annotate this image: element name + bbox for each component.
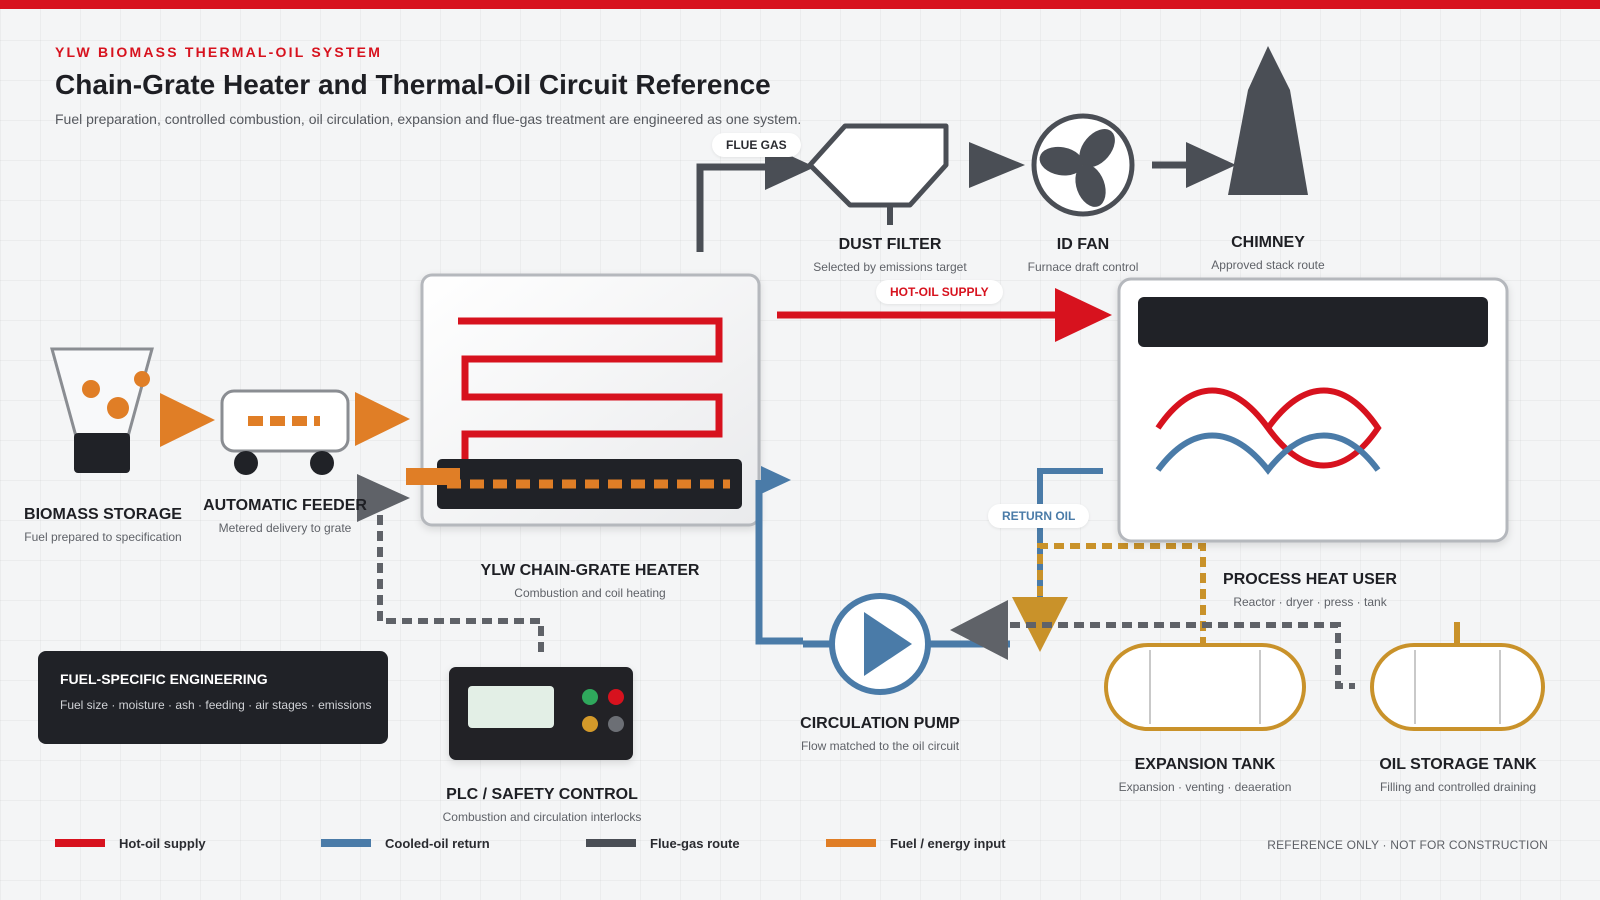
- legend-label: Fuel / energy input: [890, 835, 1006, 851]
- chimney-icon: [1228, 46, 1308, 195]
- flue-gas-arrow: [1186, 142, 1236, 188]
- process-heat-user-subtitle: Reactor · dryer · press · tank: [1233, 595, 1387, 609]
- control-signal-line: [357, 474, 544, 652]
- legend-label: Cooled-oil return: [385, 835, 490, 851]
- biomass-storage-subtitle: Fuel prepared to specification: [24, 530, 182, 544]
- biomass-storage-title: BIOMASS STORAGE: [24, 506, 182, 523]
- legend-swatch: [321, 839, 371, 847]
- footer-note: REFERENCE ONLY · NOT FOR CONSTRUCTION: [1267, 838, 1548, 852]
- dust-filter-title: DUST FILTER: [838, 236, 942, 253]
- circulation-pump-title: CIRCULATION PUMP: [800, 715, 960, 732]
- flue-gas-label: FLUE GAS: [712, 133, 801, 157]
- id-fan-title: ID FAN: [1056, 236, 1110, 253]
- oil-storage-tank-icon: [1370, 622, 1545, 731]
- return-oil-label: RETURN OIL: [988, 504, 1090, 528]
- circulation-pump-icon: [829, 593, 931, 695]
- legend-fuel: Fuel / energy input: [826, 835, 1006, 851]
- id-fan-label: ID FAN Furnace draft control: [1003, 236, 1163, 274]
- legend-label: Hot-oil supply: [119, 835, 206, 851]
- plc-subtitle: Combustion and circulation interlocks: [442, 810, 642, 824]
- expansion-tank-subtitle: Expansion · venting · deaeration: [1118, 780, 1292, 794]
- legend-swatch: [826, 839, 876, 847]
- heater-label: YLW CHAIN-GRATE HEATER Combustion and co…: [440, 562, 740, 600]
- page-kicker: YLW BIOMASS THERMAL-OIL SYSTEM: [55, 44, 383, 60]
- legend-label: Flue-gas route: [650, 835, 740, 851]
- page-title: Chain-Grate Heater and Thermal-Oil Circu…: [55, 69, 771, 100]
- id-fan-icon: [1031, 113, 1135, 217]
- fuel-engineering-box: FUEL-SPECIFIC ENGINEERING Fuel size · mo…: [38, 651, 388, 744]
- heater-title: YLW CHAIN-GRATE HEATER: [480, 562, 700, 579]
- id-fan-subtitle: Furnace draft control: [1027, 260, 1139, 274]
- hot-oil-arrow: [1055, 288, 1112, 342]
- process-heat-user-icon: [1117, 277, 1509, 543]
- expansion-line: [1012, 543, 1206, 652]
- circulation-pump-label: CIRCULATION PUMP Flow matched to the oil…: [770, 715, 990, 753]
- dust-filter-icon: [807, 123, 949, 225]
- chimney-label: CHIMNEY Approved stack route: [1188, 234, 1348, 272]
- expansion-tank-icon: [1104, 643, 1306, 731]
- flue-gas-route: [696, 142, 1236, 252]
- process-heat-user-label: PROCESS HEAT USER Reactor · dryer · pres…: [1200, 571, 1420, 609]
- process-heat-user-title: PROCESS HEAT USER: [1223, 571, 1397, 588]
- automatic-feeder-icon: [220, 389, 350, 475]
- chain-grate-heater-icon: [406, 273, 761, 527]
- chimney-title: CHIMNEY: [1231, 234, 1305, 251]
- automatic-feeder-subtitle: Metered delivery to grate: [218, 521, 352, 535]
- hot-oil-supply-label: HOT-OIL SUPPLY: [876, 280, 1003, 304]
- plc-title: PLC / SAFETY CONTROL: [446, 786, 638, 803]
- flue-gas-arrow: [969, 142, 1025, 188]
- legend-hot-oil: Hot-oil supply: [55, 835, 206, 851]
- page-subtitle: Fuel preparation, controlled combustion,…: [55, 111, 802, 127]
- pump-inflow-arrow: [950, 600, 1008, 660]
- oil-storage-tank-title: OIL STORAGE TANK: [1379, 756, 1537, 773]
- legend-cooled-oil: Cooled-oil return: [321, 835, 490, 851]
- dust-filter-subtitle: Selected by emissions target: [813, 260, 967, 274]
- heater-subtitle: Combustion and coil heating: [514, 586, 666, 600]
- legend-swatch: [55, 839, 105, 847]
- automatic-feeder-label: AUTOMATIC FEEDER Metered delivery to gra…: [190, 497, 380, 535]
- oil-storage-tank-subtitle: Filling and controlled draining: [1379, 780, 1537, 794]
- expansion-tank-title: EXPANSION TANK: [1134, 756, 1276, 773]
- circulation-pump-subtitle: Flow matched to the oil circuit: [800, 739, 960, 753]
- chimney-subtitle: Approved stack route: [1211, 258, 1325, 272]
- hot-oil-supply-line: [777, 288, 1112, 342]
- fuel-engineering-title: FUEL-SPECIFIC ENGINEERING: [60, 671, 268, 687]
- fuel-engineering-text: Fuel size · moisture · ash · feeding · a…: [60, 698, 372, 712]
- plc-control-panel-icon: [449, 667, 633, 760]
- biomass-storage-label: BIOMASS STORAGE Fuel prepared to specifi…: [12, 506, 194, 544]
- fuel-arrow: [355, 392, 410, 446]
- dust-filter-label: DUST FILTER Selected by emissions target: [800, 236, 980, 274]
- biomass-storage-icon: [50, 347, 154, 473]
- expansion-tank-label: EXPANSION TANK Expansion · venting · dea…: [1100, 756, 1310, 794]
- oil-storage-tank-label: OIL STORAGE TANK Filling and controlled …: [1362, 756, 1554, 794]
- legend-swatch: [586, 839, 636, 847]
- top-accent-bar: [0, 0, 1600, 9]
- drain-line: [1010, 622, 1355, 689]
- fuel-arrow: [160, 393, 215, 447]
- automatic-feeder-title: AUTOMATIC FEEDER: [203, 497, 367, 514]
- plc-label: PLC / SAFETY CONTROL Combustion and circ…: [420, 786, 664, 824]
- legend-flue-gas: Flue-gas route: [586, 835, 740, 851]
